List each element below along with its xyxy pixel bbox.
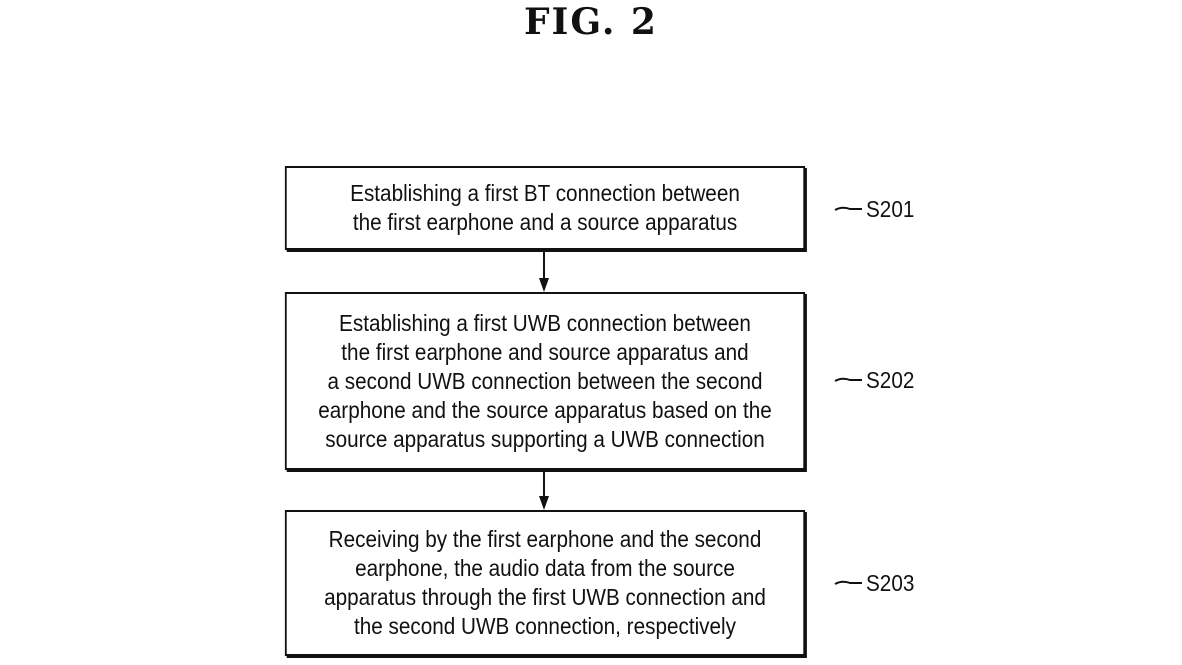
step-box-s202: Establishing a first UWB connection betw… xyxy=(284,292,806,470)
figure-title: FIG. 2 xyxy=(524,1,658,43)
step-text-line: the first earphone and source apparatus … xyxy=(341,338,749,365)
step-label-s201: S201 xyxy=(866,196,915,222)
step-box-s203: Receiving by the first earphone and the … xyxy=(284,510,806,656)
step-box-s201: Establishing a first BT connection betwe… xyxy=(284,166,806,250)
arrow-s202-s203 xyxy=(539,470,549,510)
step-text-line: Receiving by the first earphone and the … xyxy=(328,526,762,552)
leader-s201 xyxy=(834,206,862,211)
step-text-line: a second UWB connection between the seco… xyxy=(327,367,763,394)
leader-s203 xyxy=(834,580,862,585)
step-text-line: earphone, the audio data from the source xyxy=(355,555,735,581)
step-text-line: the first earphone and a source apparatu… xyxy=(352,209,738,235)
leader-s202 xyxy=(834,377,862,382)
step-text-line: Establishing a first BT connection betwe… xyxy=(350,180,740,206)
step-text-line: source apparatus supporting a UWB connec… xyxy=(325,425,765,452)
step-text-line: the second UWB connection, respectively xyxy=(353,613,736,639)
arrow-s201-s202 xyxy=(539,250,549,292)
step-label-s203: S203 xyxy=(866,570,915,596)
step-label-s202: S202 xyxy=(866,367,915,393)
step-text-line: Establishing a first UWB connection betw… xyxy=(339,309,751,336)
step-text-line: apparatus through the first UWB connecti… xyxy=(324,584,766,610)
step-text-line: earphone and the source apparatus based … xyxy=(318,396,772,423)
